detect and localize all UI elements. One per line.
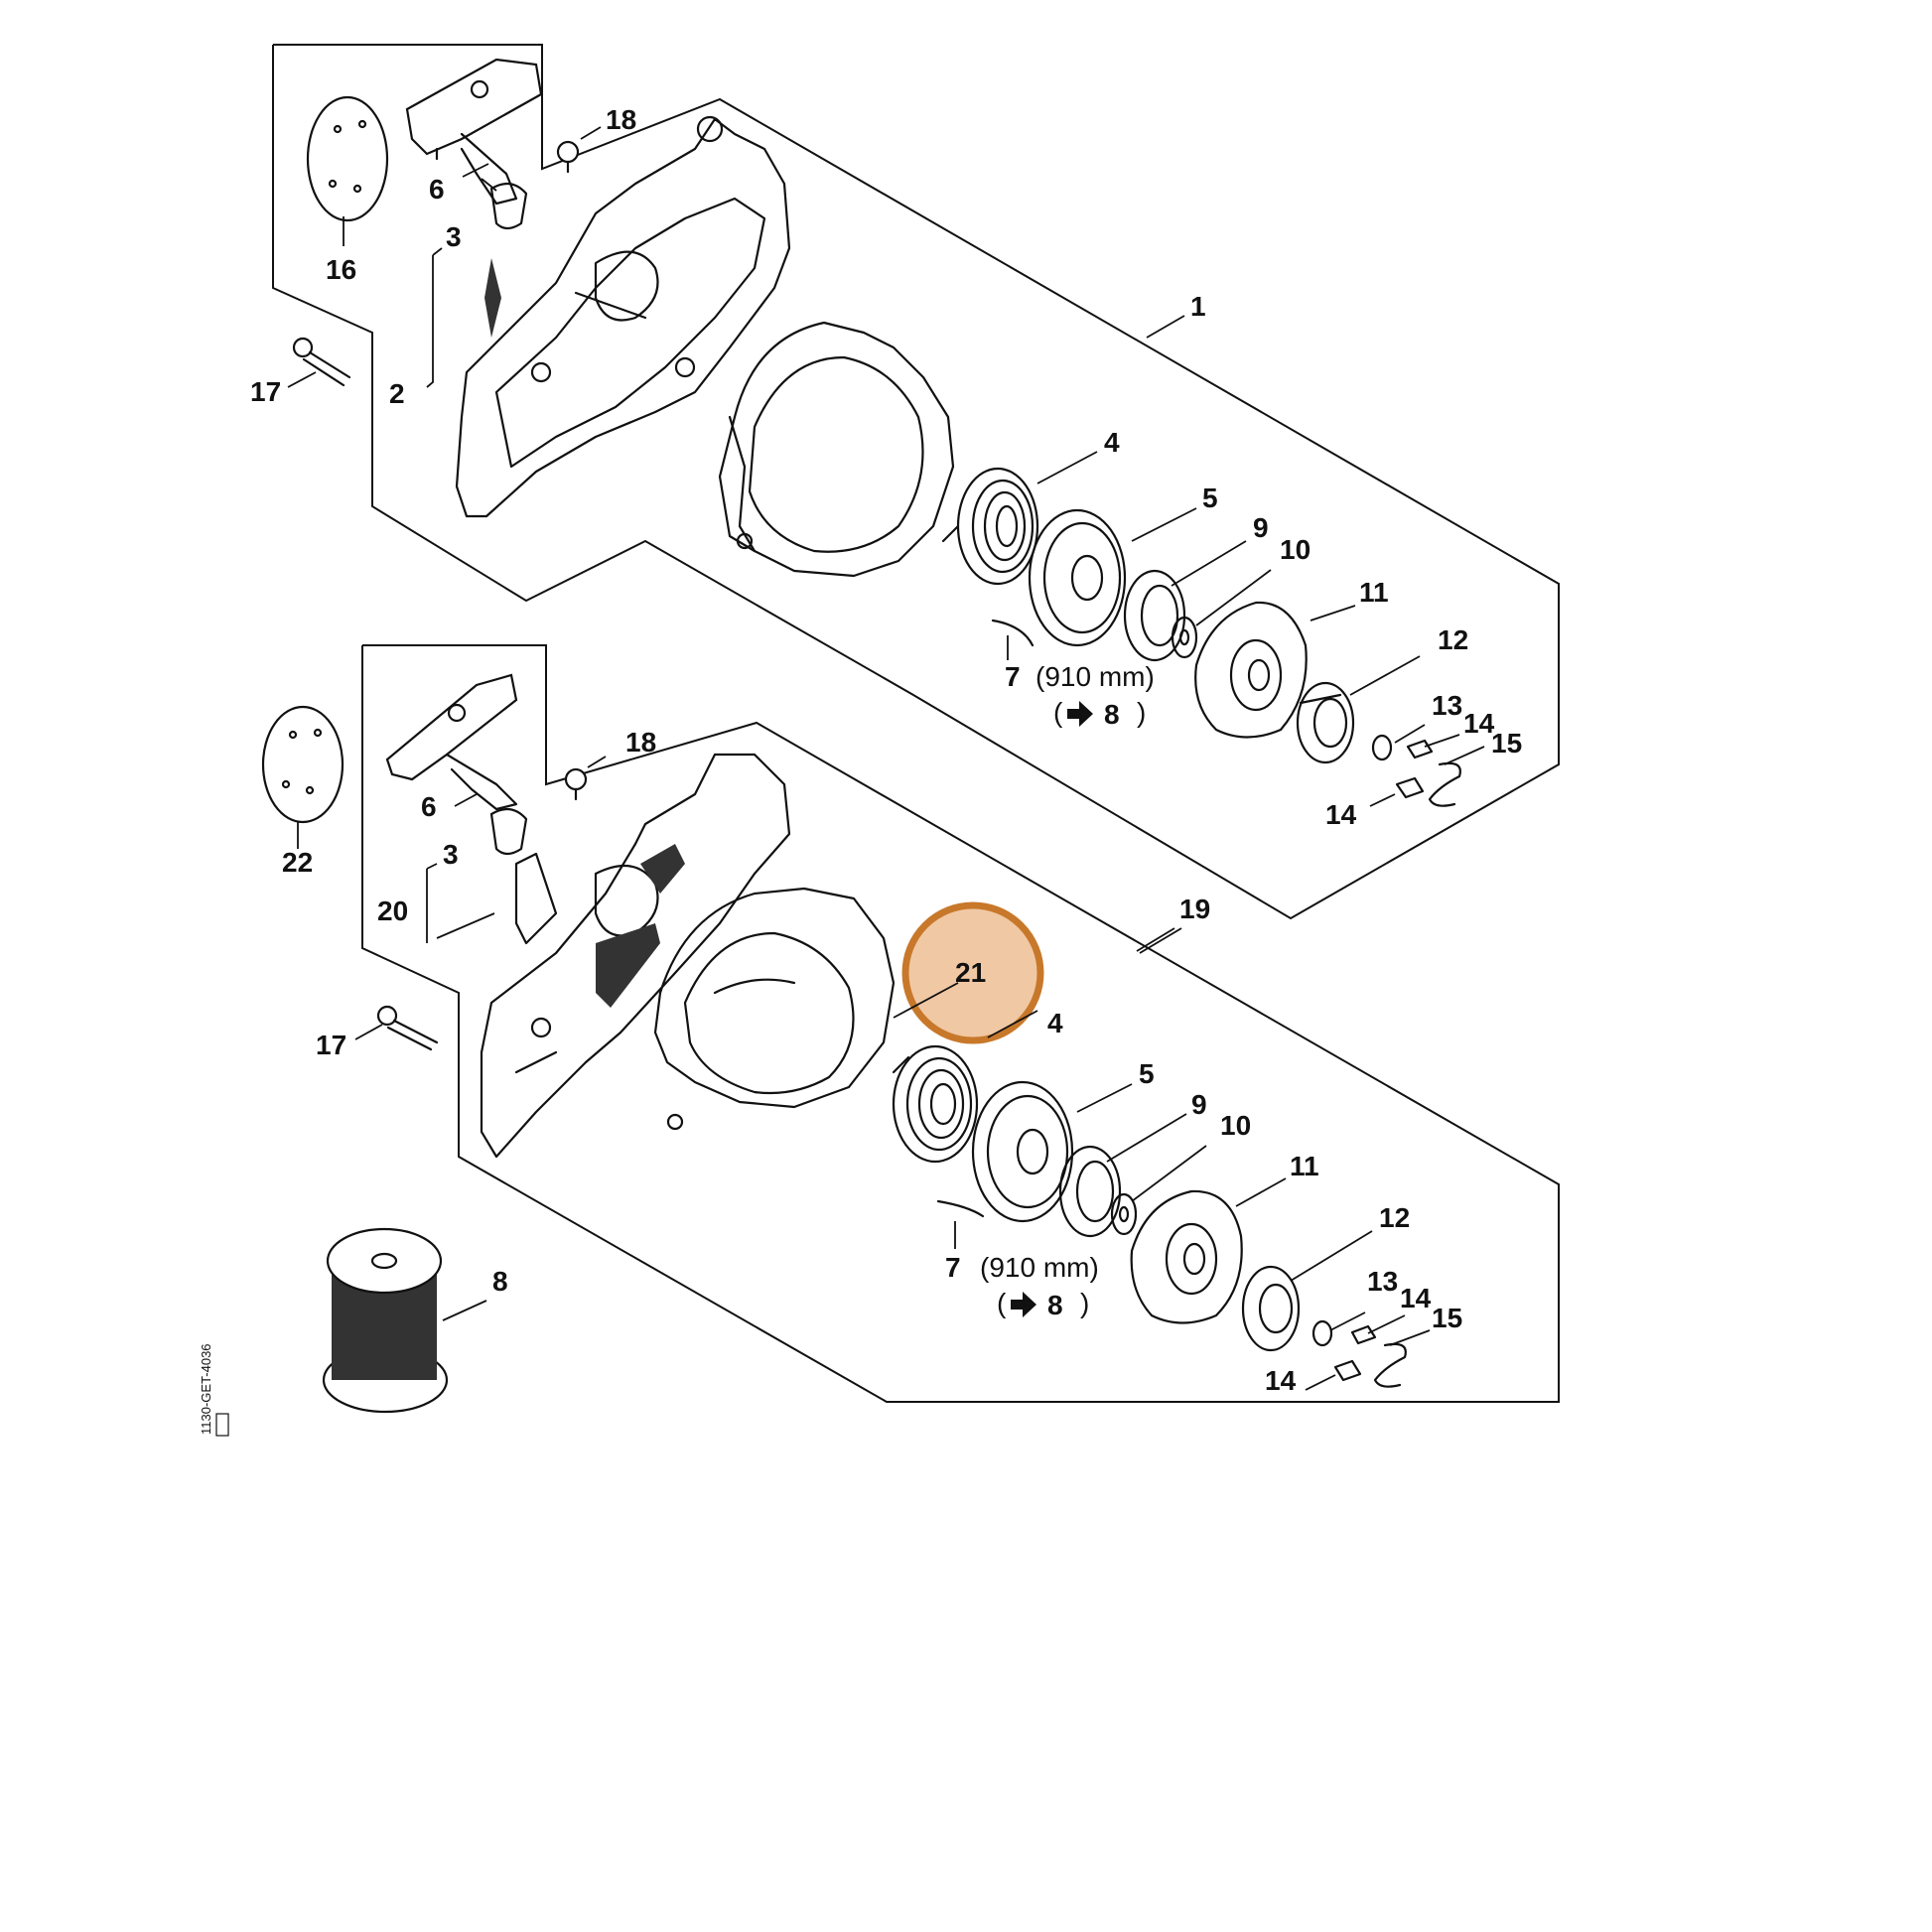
callout-19-lower: 19 xyxy=(1179,894,1210,924)
arrow-right-icon xyxy=(1011,1292,1036,1317)
lower-leaders xyxy=(297,756,1431,1391)
callout-20-lower: 20 xyxy=(377,896,408,926)
pawl-carrier-lower[interactable] xyxy=(1058,1145,1122,1238)
upper-callouts: 1 2 3 4 5 6 7 9 10 11 12 13 14 14 15 16 … xyxy=(250,104,1522,830)
callout-11: 11 xyxy=(1359,577,1389,608)
rope-ref-num: 8 xyxy=(1104,699,1120,730)
pawl-14b-upper[interactable] xyxy=(1395,776,1425,799)
callout-1: 1 xyxy=(1190,291,1206,322)
document-code: 1130-GET-4036 xyxy=(199,1343,213,1435)
document-code-text: 1130-GET-4036 xyxy=(199,1343,213,1435)
fan-housing-lower[interactable] xyxy=(480,753,791,1159)
callout-16: 16 xyxy=(326,254,356,285)
rewind-spring-lower[interactable] xyxy=(892,1044,979,1164)
starter-cup-upper[interactable] xyxy=(1194,601,1308,739)
rope-length-note: (910 mm) xyxy=(1035,661,1155,692)
starter-grip[interactable] xyxy=(405,58,543,206)
callout-6: 6 xyxy=(429,174,445,205)
starter-grip-lower[interactable] xyxy=(385,673,518,811)
screw-17-lower[interactable] xyxy=(376,1005,439,1051)
callout-14b: 14 xyxy=(1325,799,1357,830)
callout-17: 17 xyxy=(250,376,281,407)
cover-plate-lower[interactable] xyxy=(261,705,345,824)
screw-17-upper[interactable] xyxy=(292,337,351,387)
callout-11-lower: 11 xyxy=(1290,1151,1319,1181)
fan-hub-upper[interactable] xyxy=(1296,681,1355,764)
rope-reference: ( 8 ) xyxy=(1053,697,1146,730)
highlight-marker-21[interactable] xyxy=(901,901,1044,1044)
rope-ref-close-lower: ) xyxy=(1080,1288,1089,1318)
rope-rotor-lower[interactable] xyxy=(936,1080,1074,1223)
cover-plate[interactable] xyxy=(306,95,389,222)
lower-assembly: 3 4 5 6 7 8 9 10 11 12 13 14 14 15 17 18… xyxy=(261,644,1560,1414)
rope-ref-open: ( xyxy=(1053,697,1063,728)
callout-14b-lower: 14 xyxy=(1265,1365,1297,1396)
upper-leaders xyxy=(287,126,1485,807)
fan-cover-lower[interactable] xyxy=(653,887,896,1131)
fan-housing[interactable] xyxy=(455,115,791,518)
callout-3-lower: 3 xyxy=(443,839,459,870)
callout-9: 9 xyxy=(1253,512,1269,543)
callout-8-lower: 8 xyxy=(492,1266,508,1297)
callout-13-lower: 13 xyxy=(1367,1266,1398,1297)
spring-clip-15-lower[interactable] xyxy=(1373,1342,1407,1388)
arrow-right-icon xyxy=(1067,701,1093,727)
callout-10-lower: 10 xyxy=(1220,1110,1251,1141)
rope-guide-bush[interactable] xyxy=(489,182,528,230)
screw-18-lower[interactable] xyxy=(564,767,588,801)
rope-ref-close: ) xyxy=(1137,697,1146,728)
rope-reference-lower: ( 8 ) xyxy=(997,1288,1089,1320)
callout-5-lower: 5 xyxy=(1139,1058,1155,1089)
callout-10: 10 xyxy=(1280,534,1311,565)
washer-13-lower[interactable] xyxy=(1311,1319,1333,1347)
callout-14a-lower: 14 xyxy=(1400,1283,1432,1313)
upper-assembly: 1 2 3 4 5 6 7 9 10 11 12 13 14 14 15 16 … xyxy=(250,44,1560,920)
pawl-14a-lower[interactable] xyxy=(1350,1324,1377,1345)
callout-12-lower: 12 xyxy=(1379,1202,1410,1233)
pawl-14b-lower[interactable] xyxy=(1333,1359,1362,1382)
pawl-14a-upper[interactable] xyxy=(1406,739,1434,759)
callout-14a: 14 xyxy=(1463,708,1495,739)
lower-callouts: 3 4 5 6 7 8 9 10 11 12 13 14 14 15 17 18… xyxy=(282,727,1462,1396)
rope-guide-bush-lower[interactable] xyxy=(489,807,528,856)
lower-assembly-frame xyxy=(361,644,1560,1403)
rewind-spring-upper[interactable] xyxy=(941,467,1039,586)
callout-13: 13 xyxy=(1432,690,1462,721)
callout-5: 5 xyxy=(1202,483,1218,513)
rope-length-note-lower: (910 mm) xyxy=(980,1252,1099,1283)
starter-cup-lower[interactable] xyxy=(1130,1189,1243,1324)
document-code-box xyxy=(215,1413,229,1437)
screw-18-upper[interactable] xyxy=(556,140,580,174)
washer-10-upper[interactable] xyxy=(1171,616,1198,659)
washer-13-upper[interactable] xyxy=(1371,734,1393,761)
spring-clip-15-upper[interactable] xyxy=(1428,761,1461,807)
rope-rotor-upper[interactable] xyxy=(991,508,1127,647)
fan-cover[interactable] xyxy=(718,321,955,578)
callout-15: 15 xyxy=(1491,728,1522,759)
callout-7-lower: 7 xyxy=(945,1252,961,1283)
rope-ref-num-lower: 8 xyxy=(1047,1290,1063,1320)
callout-12: 12 xyxy=(1438,624,1468,655)
callout-17-lower: 17 xyxy=(316,1030,346,1060)
callout-9-lower: 9 xyxy=(1191,1089,1207,1120)
callout-15-lower: 15 xyxy=(1432,1303,1462,1333)
callout-4-lower: 4 xyxy=(1047,1008,1063,1038)
rope-ref-open-lower: ( xyxy=(997,1288,1007,1318)
pawl-carrier-upper[interactable] xyxy=(1123,569,1186,662)
washer-10-lower[interactable] xyxy=(1110,1192,1138,1236)
callout-18: 18 xyxy=(606,104,636,135)
callout-2: 2 xyxy=(389,378,405,409)
callout-6-lower: 6 xyxy=(421,791,437,822)
fan-hub-lower[interactable] xyxy=(1241,1265,1301,1352)
callout-22-lower: 22 xyxy=(282,847,313,878)
callout-18-lower: 18 xyxy=(625,727,656,758)
callout-3: 3 xyxy=(446,221,462,252)
callout-7: 7 xyxy=(1005,661,1021,692)
callout-21-lower: 21 xyxy=(955,957,986,988)
callout-4: 4 xyxy=(1104,427,1120,458)
rope-spool[interactable] xyxy=(322,1227,449,1414)
